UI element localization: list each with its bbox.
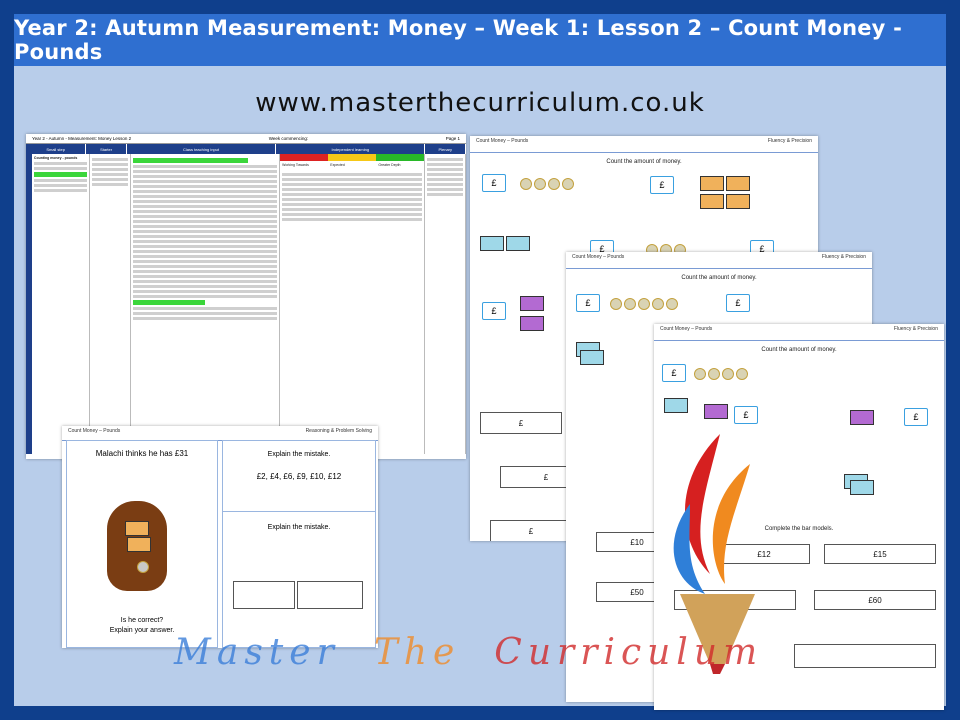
banknote-icon bbox=[850, 480, 874, 495]
mistake-title-1: Explain the mistake. bbox=[267, 451, 331, 458]
teaching-cell bbox=[131, 154, 281, 454]
sequence-text: £2, £4, £6, £9, £10, £12 bbox=[256, 472, 342, 481]
banknote-icon bbox=[580, 350, 604, 365]
prompt-text: Explain your answer. bbox=[109, 627, 175, 634]
reasoning-left-panel: Malachi thinks he has £31 Is he correct?… bbox=[66, 440, 218, 648]
coin-icon bbox=[638, 298, 650, 310]
reasoning-right-panel: Explain the mistake. £2, £4, £6, £9, £10… bbox=[222, 440, 376, 648]
lesson-plan-body: Counting money - pounds Working Towards … bbox=[26, 154, 466, 454]
banknote-icon bbox=[704, 404, 728, 419]
small-step-cell: Counting money - pounds bbox=[32, 154, 91, 454]
col-plenary: Plenary bbox=[425, 144, 466, 154]
website-url[interactable]: www.masterthecurriculum.co.uk bbox=[255, 88, 705, 118]
worksheet-instruction: Count the amount of money. bbox=[681, 275, 757, 281]
answer-box: £ bbox=[726, 294, 750, 312]
col-teaching: Class teaching input bbox=[126, 144, 277, 154]
banknote-icon bbox=[520, 316, 544, 331]
bar-model bbox=[794, 644, 936, 668]
slide-title: Year 2: Autumn Measurement: Money – Week… bbox=[14, 14, 946, 66]
worksheet-instruction: Count the amount of money. bbox=[606, 159, 682, 165]
col-small-step: Small step bbox=[26, 144, 87, 154]
torch-logo-icon bbox=[673, 434, 755, 674]
money-box bbox=[233, 581, 295, 609]
question-text: Is he correct? bbox=[120, 617, 164, 624]
answer-box: £ bbox=[482, 302, 506, 320]
banknote-icon bbox=[850, 410, 874, 425]
worksheet-header: Count Money – Pounds Fluency & Precision bbox=[654, 324, 944, 341]
worksheet-instruction: Count the amount of money. bbox=[761, 347, 837, 353]
coin-icon bbox=[610, 298, 622, 310]
slide-frame: Year 2: Autumn Measurement: Money – Week… bbox=[14, 14, 946, 710]
banknote-icon bbox=[726, 194, 750, 209]
mistake-title-2: Explain the mistake. bbox=[267, 524, 331, 531]
coin-icon bbox=[736, 368, 748, 380]
malachi-statement: Malachi thinks he has £31 bbox=[95, 449, 189, 458]
answer-box: £ bbox=[662, 364, 686, 382]
coin-icon bbox=[137, 561, 149, 573]
bar-total: £60 bbox=[814, 590, 936, 610]
banknote-icon bbox=[127, 537, 151, 552]
answer-box: £ bbox=[576, 294, 600, 312]
coin-icon bbox=[666, 298, 678, 310]
worksheet-header: Count Money – Pounds Fluency & Precision bbox=[566, 252, 872, 269]
footer-word-the: The bbox=[373, 632, 461, 673]
coin-icon bbox=[548, 178, 560, 190]
lesson-plan-preview: Year 2 - Autumn - Measurement: Money Les… bbox=[26, 134, 466, 459]
banknote-icon bbox=[125, 521, 149, 536]
independent-cell: Working Towards Expected Greater Depth bbox=[280, 154, 426, 454]
col-independent: Independent learning bbox=[276, 144, 426, 154]
coin-icon bbox=[562, 178, 574, 190]
lesson-plan-header: Year 2 - Autumn - Measurement: Money Les… bbox=[26, 134, 466, 144]
bar-model: £ bbox=[480, 412, 562, 434]
banknote-icon bbox=[700, 194, 724, 209]
answer-box: £ bbox=[482, 174, 506, 192]
coin-icon bbox=[708, 368, 720, 380]
banknote-icon bbox=[506, 236, 530, 251]
answer-box: £ bbox=[734, 406, 758, 424]
independent-levels bbox=[280, 154, 425, 161]
money-box bbox=[297, 581, 363, 609]
footer-word-master: Master bbox=[174, 632, 340, 673]
reasoning-sheet-preview: Count Money – Pounds Reasoning & Problem… bbox=[62, 426, 378, 648]
coin-icon bbox=[722, 368, 734, 380]
coin-icon bbox=[534, 178, 546, 190]
banknote-icon bbox=[664, 398, 688, 413]
banknote-icon bbox=[520, 296, 544, 311]
answer-box: £ bbox=[650, 176, 674, 194]
coin-icon bbox=[624, 298, 636, 310]
bar-model: £ bbox=[490, 520, 572, 541]
lesson-plan-week: Week commencing: bbox=[268, 136, 309, 141]
independent-sub: Working Towards Expected Greater Depth bbox=[282, 163, 401, 167]
plenary-cell bbox=[425, 154, 466, 454]
lesson-plan-columns: Small step Starter Class teaching input … bbox=[26, 144, 466, 154]
bar-total: £12 bbox=[718, 544, 810, 564]
lesson-plan-page: Page 1 bbox=[445, 136, 460, 141]
worksheet-preview-3: Count Money – Pounds Fluency & Precision… bbox=[654, 324, 944, 710]
lesson-plan-title: Year 2 - Autumn - Measurement: Money Les… bbox=[32, 136, 132, 141]
worksheet-header: Count Money – Pounds Fluency & Precision bbox=[470, 136, 818, 153]
coin-icon bbox=[520, 178, 532, 190]
coin-icon bbox=[694, 368, 706, 380]
banknote-icon bbox=[480, 236, 504, 251]
small-step-text: Counting money - pounds bbox=[33, 156, 78, 160]
footer-brand: Master The Curriculum bbox=[174, 632, 757, 673]
bar-total: £15 bbox=[824, 544, 936, 564]
answer-box: £ bbox=[904, 408, 928, 426]
bar-instruction: Complete the bar models. bbox=[764, 526, 834, 532]
banknote-icon bbox=[726, 176, 750, 191]
reasoning-header: Count Money – Pounds Reasoning & Problem… bbox=[62, 426, 378, 441]
lesson-side-bar bbox=[26, 154, 32, 454]
coin-icon bbox=[652, 298, 664, 310]
starter-cell bbox=[90, 154, 131, 454]
footer-word-curriculum: Curriculum bbox=[494, 632, 764, 673]
col-starter: Starter bbox=[86, 144, 127, 154]
banknote-icon bbox=[700, 176, 724, 191]
